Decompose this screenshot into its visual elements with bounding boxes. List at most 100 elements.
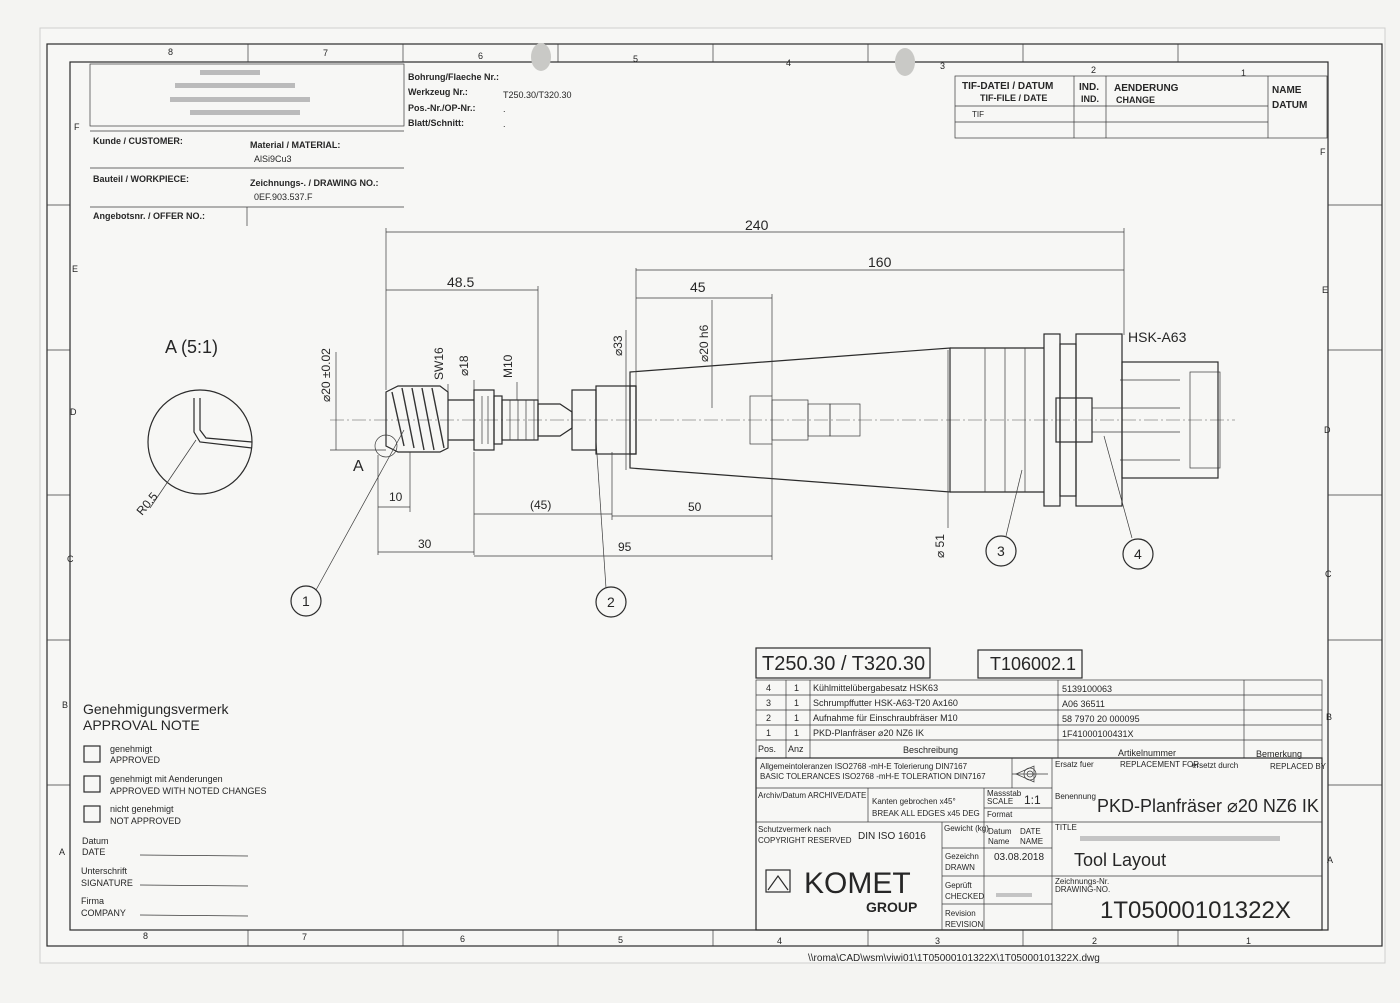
- din-label: DIN ISO 16016: [858, 831, 926, 842]
- dim-45: 45: [690, 279, 706, 295]
- col-top-8: 8: [168, 47, 173, 57]
- row-left-A: A: [59, 847, 65, 857]
- col-desc: Beschreibung: [903, 745, 958, 755]
- col-top-5: 5: [633, 54, 638, 64]
- firma-de: Firma: [81, 896, 104, 906]
- datum-de-tb: Datum: [988, 827, 1012, 836]
- callout-1-label: 1: [302, 593, 310, 609]
- col-anz: Anz: [788, 744, 804, 754]
- revision-en: REVISION: [945, 920, 983, 929]
- detail-a-circle: [374, 434, 398, 458]
- col-top-3: 3: [940, 61, 945, 71]
- revision-de: Revision: [945, 909, 976, 918]
- parts-list: 4 1 Kühlmittelübergabesatz HSK63 5139100…: [758, 683, 1302, 759]
- dim-240: 240: [745, 217, 769, 233]
- col-bottom-6: 6: [460, 934, 465, 944]
- werkzeug-value: T250.30/T320.30: [503, 90, 572, 100]
- datum-de: Datum: [82, 836, 109, 846]
- pos-label: Pos.-Nr./OP-Nr.:: [408, 103, 476, 113]
- logo-text: KOMET: [804, 867, 911, 900]
- part-4-desc: Kühlmittelübergabesatz HSK63: [813, 683, 938, 693]
- part-2-desc: Aufnahme für Einschraubfräser M10: [813, 713, 958, 723]
- approval-note: Genehmigungsvermerk APPROVAL NOTE genehm…: [81, 701, 267, 918]
- date-line[interactable]: [139, 854, 249, 857]
- dimensions: 240 160 48.5 45 ⌀20 ±0.02 SW16 ⌀18 M10 ⌀…: [319, 217, 1187, 560]
- tif-label-en: TIF-FILE / DATE: [980, 93, 1047, 103]
- gezeichnet-de: Gezeichn: [945, 852, 979, 861]
- blatt-label: Blatt/Schnitt:: [408, 118, 464, 128]
- replacement-for: REPLACEMENT FOR: [1120, 760, 1199, 769]
- komet-logo: KOMET GROUP: [765, 867, 917, 915]
- massstab-en: SCALE: [987, 797, 1013, 806]
- not-approved-checkbox[interactable]: [83, 805, 101, 823]
- blurred-title: [1080, 836, 1280, 841]
- blurred-customer-address: [170, 70, 310, 115]
- col-bottom-8: 8: [143, 931, 148, 941]
- part-1-art: 1F41000100431X: [1062, 729, 1134, 739]
- drawing-no-label-en: DRAWING-NO.: [1055, 885, 1110, 894]
- firma-en: COMPANY: [81, 908, 126, 918]
- dim-hsk: HSK-A63: [1128, 329, 1187, 345]
- projection-symbol-icon: [1012, 765, 1048, 783]
- bauteil-label: Bauteil / WORKPIECE:: [93, 174, 189, 184]
- zone-ticks: [47, 44, 1382, 946]
- tool-assembly: [330, 333, 1235, 507]
- paper: [39, 27, 1386, 964]
- approved-checkbox[interactable]: [83, 745, 101, 763]
- dim-sw16: SW16: [432, 347, 446, 380]
- werkzeug-label: Werkzeug Nr.:: [408, 87, 468, 97]
- dim-dia18: ⌀18: [457, 355, 471, 376]
- callout-4-label: 4: [1134, 546, 1142, 562]
- col-bottom-4: 4: [777, 936, 782, 946]
- unterschrift-de: Unterschrift: [81, 866, 128, 876]
- row-left-D: D: [70, 407, 77, 417]
- col-bem: Bemerkung: [1256, 749, 1302, 759]
- kanten-de: Kanten gebrochen x45°: [872, 797, 956, 806]
- col-top-4: 4: [786, 58, 791, 68]
- ind-label: IND.: [1079, 82, 1099, 93]
- part-1-desc: PKD-Planfräser ⌀20 NZ6 IK: [813, 728, 924, 738]
- callout-3: [985, 535, 1017, 567]
- part-2-anz: 1: [794, 713, 799, 723]
- row-right-B: B: [1326, 712, 1332, 722]
- opt2-de: genehmigt mit Aenderungen: [110, 774, 223, 784]
- angebot-label: Angebotsnr. / OFFER NO.:: [93, 211, 205, 221]
- col-top-6: 6: [478, 51, 483, 61]
- archiv-label: Archiv/Datum ARCHIVE/DATE: [758, 791, 866, 800]
- company-line[interactable]: [139, 914, 249, 917]
- drawing-number: 1T05000101322X: [1100, 897, 1291, 924]
- title-label: TITLE: [1055, 823, 1077, 832]
- kanten-en: BREAK ALL EDGES x45 DEG: [872, 809, 980, 818]
- drawn-date: 03.08.2018: [994, 852, 1044, 863]
- format-label: Format: [987, 810, 1013, 819]
- row-left-E: E: [72, 264, 78, 274]
- part-3-desc: Schrumpffutter HSK-A63-T20 Ax160: [813, 698, 958, 708]
- col-bottom-7: 7: [302, 932, 307, 942]
- signature-line[interactable]: [139, 884, 249, 887]
- approved-changes-checkbox[interactable]: [83, 775, 101, 793]
- zeichnung-value: 0EF.903.537.F: [254, 192, 313, 202]
- logo-group: GROUP: [866, 899, 917, 915]
- komet-logo-icon: [765, 869, 791, 893]
- geprueft-en: CHECKED: [945, 892, 984, 901]
- dim-dia33: ⌀33: [611, 335, 625, 356]
- material-value: AlSi9Cu3: [254, 154, 292, 164]
- row-left-B: B: [62, 700, 68, 710]
- revision-table: TIF-DATEI / DATUM TIF-FILE / DATE IND. I…: [954, 75, 1328, 139]
- col-bottom-5: 5: [618, 935, 623, 945]
- punch-hole-right: [895, 48, 915, 76]
- part-1-anz: 1: [794, 728, 799, 738]
- dim-50: 50: [688, 500, 702, 514]
- dim-45-ref: (45): [530, 498, 551, 512]
- dim-dia51: ⌀ 51: [933, 534, 947, 558]
- part-3-art: A06 36511: [1062, 699, 1105, 709]
- tool-name: PKD-Planfräser ⌀20 NZ6 IK: [1097, 796, 1319, 816]
- opt1-de: genehmigt: [110, 744, 153, 754]
- tif-value: TIF: [972, 110, 984, 119]
- gewicht-label: Gewicht (kg): [944, 824, 989, 833]
- schutz-en: COPYRIGHT RESERVED: [758, 836, 852, 845]
- dim-m10: M10: [501, 354, 515, 378]
- opt3-en: NOT APPROVED: [110, 816, 181, 826]
- col-bottom-2: 2: [1092, 936, 1097, 946]
